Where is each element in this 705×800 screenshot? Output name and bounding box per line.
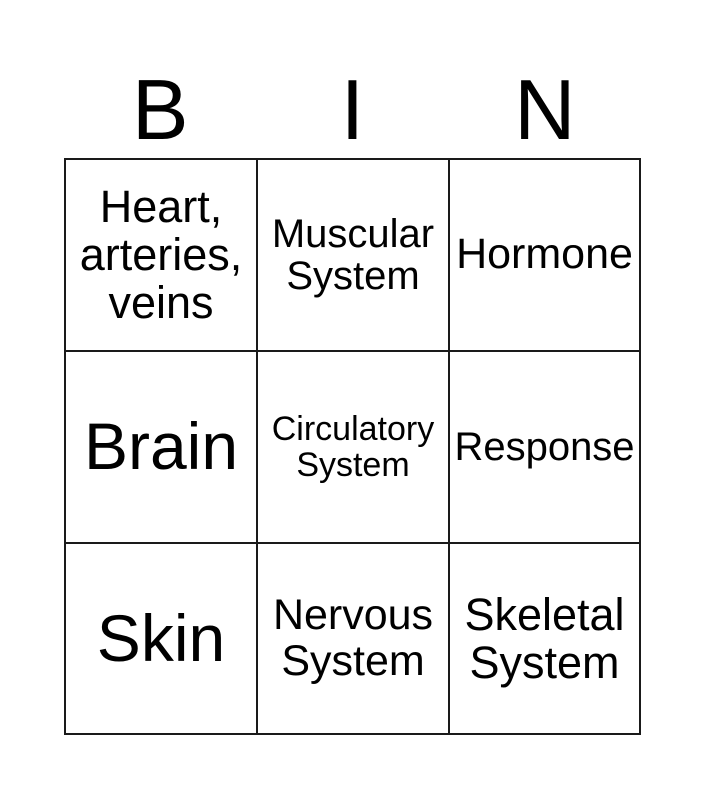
bingo-cell-label: Response: [454, 424, 635, 469]
bingo-cell-r1c2[interactable]: Muscular System: [258, 160, 450, 352]
bingo-cell-r1c1[interactable]: Heart, arteries, veins: [66, 160, 258, 352]
bingo-cell-label: Heart, arteries, veins: [79, 181, 243, 328]
bingo-header-letter-b: B: [131, 62, 189, 158]
bingo-cell-r3c3[interactable]: Skeletal System: [450, 544, 641, 735]
bingo-cell-r1c3[interactable]: Hormone: [450, 160, 641, 352]
bingo-grid: Heart, arteries, veins Muscular System H…: [64, 158, 641, 735]
bingo-cell-label: Muscular System: [271, 211, 435, 298]
bingo-cell-label: Skeletal System: [464, 588, 625, 688]
bingo-header-row: B I N: [64, 54, 641, 158]
bingo-header-letter-i: I: [340, 62, 365, 158]
bingo-cell-label: Nervous System: [272, 590, 434, 685]
bingo-header-letter-n: N: [514, 62, 576, 158]
bingo-cell-r2c3[interactable]: Response: [450, 352, 641, 544]
bingo-cell-label: Hormone: [456, 230, 633, 279]
bingo-cell-label: Brain: [83, 409, 239, 484]
bingo-cell-label: Circulatory System: [271, 409, 435, 484]
bingo-cell-r3c1[interactable]: Skin: [66, 544, 258, 735]
bingo-cell-r2c2[interactable]: Circulatory System: [258, 352, 450, 544]
bingo-cell-r3c2[interactable]: Nervous System: [258, 544, 450, 735]
bingo-cell-r2c1[interactable]: Brain: [66, 352, 258, 544]
bingo-cell-label: Skin: [96, 600, 226, 675]
